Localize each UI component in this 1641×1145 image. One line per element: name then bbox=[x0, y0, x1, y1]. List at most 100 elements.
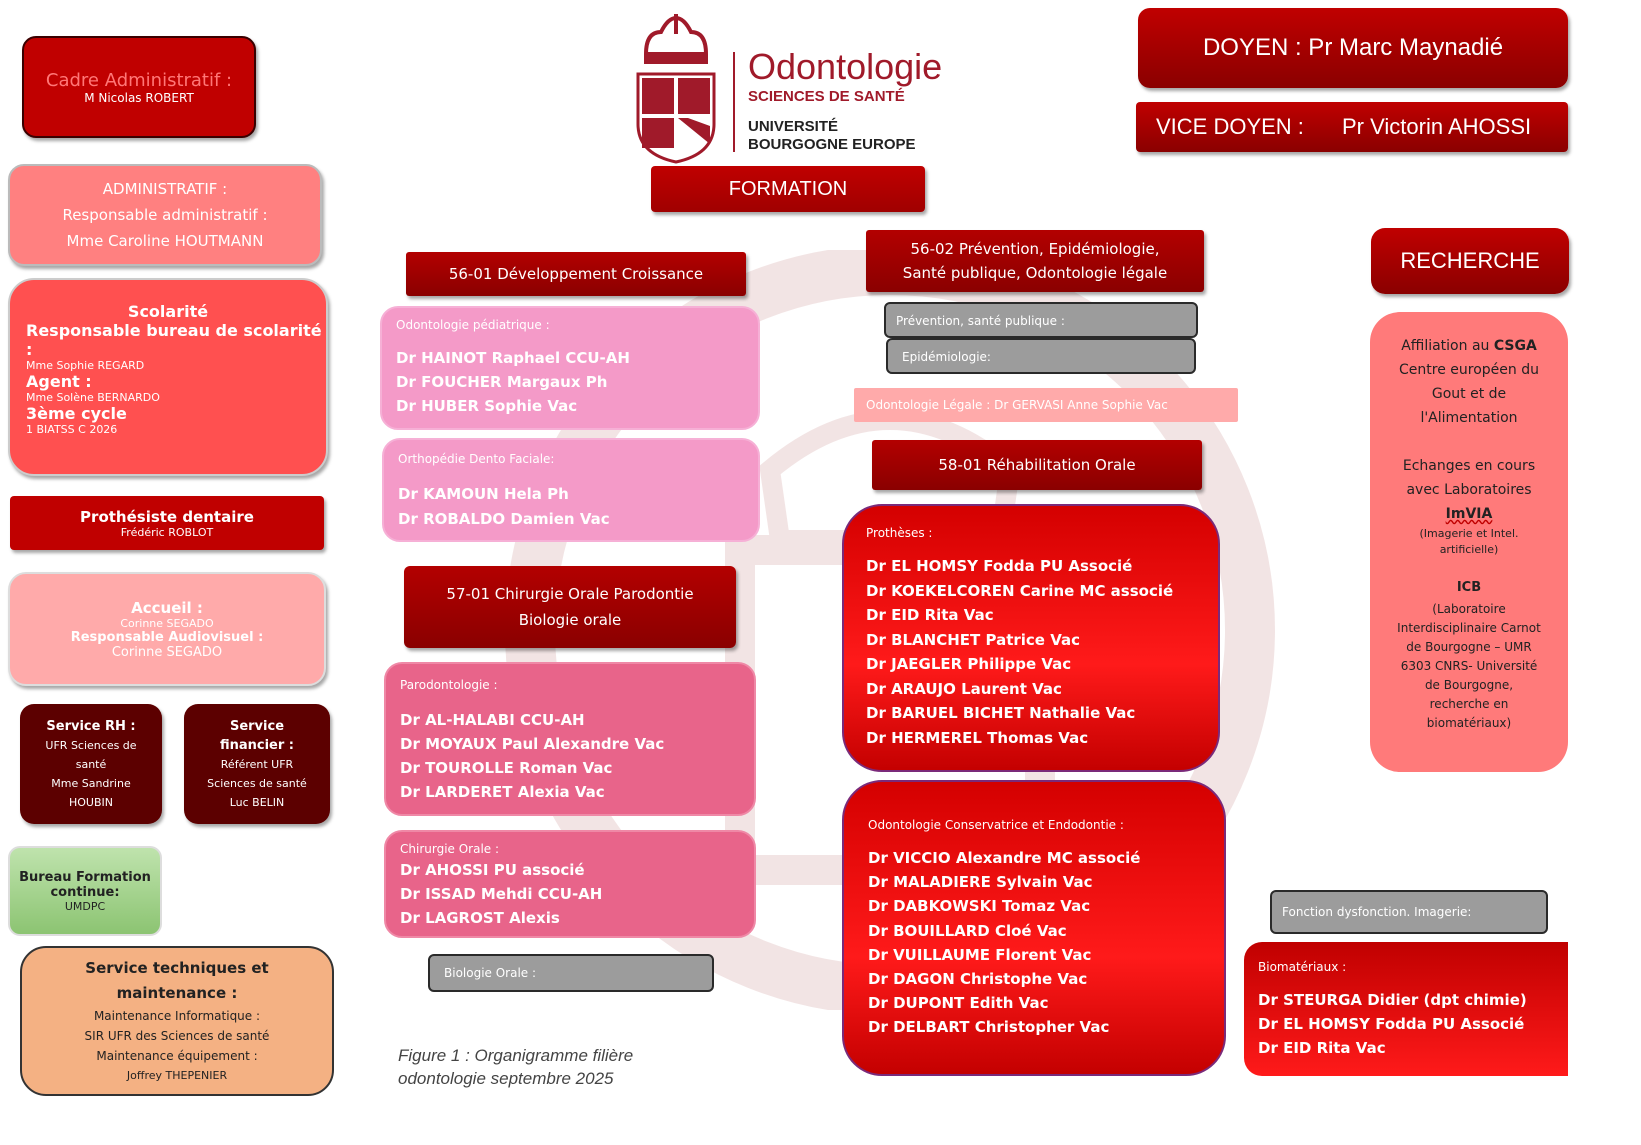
protheses-member: Dr EID Rita Vac bbox=[866, 606, 994, 624]
affiliation-line1: Affiliation au CSGA bbox=[1370, 334, 1568, 358]
biomateriaux-box: Biomatériaux : Dr STEURGA Didier (dpt ch… bbox=[1244, 942, 1568, 1076]
bureau-title1: Bureau Formation bbox=[19, 869, 151, 885]
prothesiste-title: Prothésiste dentaire bbox=[80, 507, 254, 526]
scolarite-agent-name: Mme Solène BERNARDO bbox=[26, 391, 160, 404]
imvia-label: ImVIA bbox=[1445, 506, 1493, 522]
scolarite-agent-label: Agent : bbox=[26, 372, 92, 391]
conserv-title: Odontologie Conservatrice et Endodontie … bbox=[868, 818, 1124, 832]
vice-doyen-label: VICE DOYEN : bbox=[1156, 114, 1304, 139]
technique-title1: Service techniques et bbox=[85, 959, 269, 977]
pediatrique-member: Dr FOUCHER Margaux Ph bbox=[396, 373, 608, 391]
conserv-member: Dr VICCIO Alexandre MC associé bbox=[868, 849, 1141, 867]
formation-box: FORMATION bbox=[651, 166, 925, 212]
formation-label: FORMATION bbox=[728, 177, 848, 200]
chir-line2: Biologie orale bbox=[518, 611, 622, 629]
odontologie-legale-box: Odontologie Légale : Dr GERVASI Anne Sop… bbox=[854, 388, 1238, 422]
chirurgie-parodontie-box: 57-01 Chirurgie Orale Parodontie Biologi… bbox=[404, 566, 736, 648]
technique-line3: Maintenance Informatique : bbox=[93, 1009, 261, 1023]
icb-desc-line: 6303 CNRS- Université bbox=[1400, 659, 1538, 673]
chir-orale-member: Dr LAGROST Alexis bbox=[400, 909, 560, 927]
service-rh-box: Service RH : UFR Sciences de santé Mme S… bbox=[20, 704, 162, 824]
conserv-member: Dr VUILLAUME Florent Vac bbox=[868, 945, 1092, 964]
rh-line2: UFR Sciences de bbox=[45, 738, 137, 752]
protheses-member: Dr JAEGLER Philippe Vac bbox=[866, 655, 1072, 673]
epidemiologie-label: Epidémiologie: bbox=[902, 350, 991, 364]
scolarite-resp-name: Mme Sophie REGARD bbox=[26, 359, 145, 372]
vice-doyen-name: Pr Victorin AHOSSI bbox=[1342, 114, 1532, 139]
accueil-name1: Corinne SEGADO bbox=[120, 616, 214, 630]
imvia-desc-line1: (Imagerie et Intel. bbox=[1419, 527, 1519, 540]
icb-desc-line: (Laboratoire bbox=[1432, 602, 1506, 616]
affiliation-line4: l'Alimentation bbox=[1420, 410, 1518, 426]
financier-line5: Luc BELIN bbox=[229, 795, 285, 809]
recherche-affiliation-box: Affiliation au CSGA Centre européen du G… bbox=[1370, 312, 1568, 772]
protheses-member: Dr HERMEREL Thomas Vac bbox=[866, 728, 1089, 747]
technique-line6: Joffrey THEPENIER bbox=[126, 1069, 228, 1082]
echanges-line1: Echanges en cours bbox=[1402, 458, 1536, 474]
prevention-line1: 56-02 Prévention, Epidémiologie, bbox=[910, 240, 1160, 258]
doyen-box: DOYEN : Pr Marc Maynadié bbox=[1138, 8, 1568, 88]
odontologie-legale-label: Odontologie Légale : Dr GERVASI Anne Sop… bbox=[866, 398, 1168, 412]
caption-line1: Figure 1 : Organigramme filière bbox=[398, 1046, 634, 1065]
logo-divider bbox=[733, 52, 735, 152]
financier-title1: Service bbox=[229, 718, 285, 734]
odf-title: Orthopédie Dento Faciale: bbox=[398, 452, 555, 466]
conserv-member: Dr DABKOWSKI Tomaz Vac bbox=[868, 897, 1091, 916]
administratif-resp: Responsable administratif : bbox=[62, 206, 268, 224]
service-financier-box: Service financier : Référent UFR Science… bbox=[184, 704, 330, 824]
prevention-line2: Santé publique, Odontologie légale bbox=[902, 264, 1168, 282]
financier-title2: financier : bbox=[219, 737, 295, 753]
biomat-title: Biomatériaux : bbox=[1258, 960, 1347, 974]
prothesiste-name: Frédéric ROBLOT bbox=[120, 525, 214, 539]
conserv-member: Dr BOUILLARD Cloé Vac bbox=[868, 921, 1067, 940]
financier-line4: Sciences de santé bbox=[207, 776, 307, 790]
rh-line4: Mme Sandrine bbox=[51, 776, 131, 790]
rehabilitation-label: 58-01 Réhabilitation Orale bbox=[938, 456, 1136, 474]
accueil-name2: Corinne SEGADO bbox=[111, 644, 223, 660]
protheses-member: Dr BLANCHET Patrice Vac bbox=[866, 630, 1080, 649]
icb-desc-line: biomatériaux) bbox=[1426, 716, 1512, 730]
conserv-member: Dr DAGON Christophe Vac bbox=[868, 970, 1088, 989]
prevention-box: 56-02 Prévention, Epidémiologie, Santé p… bbox=[866, 230, 1204, 292]
technique-line5: Maintenance équipement : bbox=[96, 1049, 258, 1063]
paro-member: Dr TOUROLLE Roman Vac bbox=[400, 759, 613, 777]
dev-croissance-box: 56-01 Développement Croissance bbox=[406, 252, 746, 296]
affiliation-line2: Centre européen du bbox=[1399, 362, 1539, 378]
chir-line1: 57-01 Chirurgie Orale Parodontie bbox=[446, 585, 694, 603]
financier-line3: Référent UFR bbox=[220, 757, 294, 771]
chir-orale-member: Dr AHOSSI PU associé bbox=[400, 861, 585, 879]
conserv-member: Dr MALADIERE Sylvain Vac bbox=[868, 873, 1093, 892]
protheses-title: Prothèses : bbox=[866, 526, 933, 540]
administratif-name: Mme Caroline HOUTMANN bbox=[66, 232, 264, 250]
chirurgie-orale-box: Chirurgie Orale : Dr AHOSSI PU associé D… bbox=[384, 830, 756, 938]
rh-line5: HOUBIN bbox=[69, 795, 113, 809]
university-crest-icon bbox=[636, 14, 716, 164]
pediatrique-member: Dr HAINOT Raphael CCU-AH bbox=[396, 349, 630, 367]
technique-title2: maintenance : bbox=[116, 984, 238, 1002]
biomat-member: Dr STEURGA Didier (dpt chimie) bbox=[1258, 991, 1527, 1009]
cadre-name: M Nicolas ROBERT bbox=[84, 90, 194, 105]
paro-member: Dr LARDERET Alexia Vac bbox=[400, 783, 605, 801]
odf-member: Dr KAMOUN Hela Ph bbox=[398, 485, 569, 503]
dev-croissance-label: 56-01 Développement Croissance bbox=[448, 265, 704, 283]
parodontologie-box: Parodontologie : Dr AL-HALABI CCU-AH Dr … bbox=[384, 662, 756, 816]
scolarite-cycle-label: 3ème cycle bbox=[26, 404, 127, 423]
logo-univ-line2: BOURGOGNE EUROPE bbox=[748, 136, 916, 153]
biomat-member: Dr EL HOMSY Fodda PU Associé bbox=[1258, 1015, 1525, 1033]
icb-desc-line: de Bourgogne, bbox=[1424, 678, 1514, 692]
scolarite-resp-label: Responsable bureau de scolarité : bbox=[26, 321, 322, 359]
prevention-sante-label: Prévention, santé publique : bbox=[896, 314, 1065, 328]
rh-line3: santé bbox=[75, 757, 107, 771]
logo-univ-line1: UNIVERSITÉ bbox=[748, 118, 839, 135]
accueil-audio-label: Responsable Audiovisuel : bbox=[70, 629, 264, 645]
logo-subtitle: SCIENCES DE SANTÉ bbox=[748, 88, 905, 105]
protheses-box: Prothèses : Dr EL HOMSY Fodda PU Associé… bbox=[842, 504, 1220, 772]
paro-member: Dr MOYAUX Paul Alexandre Vac bbox=[400, 735, 665, 753]
scolarite-title: Scolarité bbox=[127, 302, 209, 321]
prothesiste-box: Prothésiste dentaire Frédéric ROBLOT bbox=[10, 496, 324, 550]
scolarite-cycle-value: 1 BIATSS C 2026 bbox=[26, 423, 118, 436]
rh-title: Service RH : bbox=[46, 718, 136, 734]
chir-orale-title: Chirurgie Orale : bbox=[400, 842, 500, 856]
cadre-title: Cadre Administratif : bbox=[45, 69, 233, 91]
service-technique-box: Service techniques et maintenance : Main… bbox=[20, 946, 334, 1096]
